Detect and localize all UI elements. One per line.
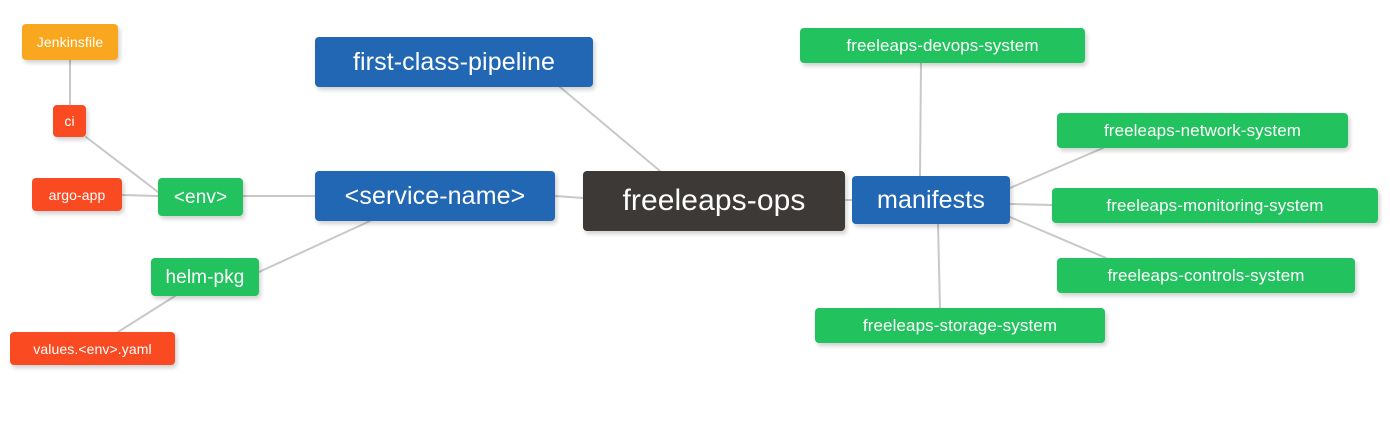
edge-manifests-to-freeleaps-storage-system — [937, 223, 941, 309]
node-ci[interactable]: ci — [53, 105, 86, 137]
node-freeleaps-monitoring-system[interactable]: freeleaps-monitoring-system — [1052, 188, 1378, 223]
edge-helm-pkg-to-values-env-yaml — [117, 295, 176, 333]
edge-first-class-pipeline-to-freeleaps-ops — [559, 86, 661, 172]
edge-service-name-to-freeleaps-ops — [554, 195, 584, 199]
node-freeleaps-ops[interactable]: freeleaps-ops — [583, 171, 845, 231]
node-freeleaps-controls-system[interactable]: freeleaps-controls-system — [1057, 258, 1355, 293]
node-argo-app[interactable]: argo-app — [32, 178, 122, 211]
node-service-name[interactable]: <service-name> — [315, 171, 555, 221]
edge-argo-app-to-env — [121, 194, 159, 197]
edge-manifests-to-freeleaps-controls-system — [1009, 216, 1107, 259]
edge-service-name-to-helm-pkg — [258, 220, 371, 273]
edge-manifests-to-freeleaps-devops-system — [919, 62, 922, 177]
edge-manifests-to-freeleaps-monitoring-system — [1009, 203, 1053, 206]
node-freeleaps-storage-system[interactable]: freeleaps-storage-system — [815, 308, 1105, 343]
node-helm-pkg[interactable]: helm-pkg — [151, 258, 259, 296]
edge-manifests-to-freeleaps-network-system — [1009, 147, 1104, 189]
node-env[interactable]: <env> — [158, 178, 243, 216]
node-freeleaps-network-system[interactable]: freeleaps-network-system — [1057, 113, 1348, 148]
node-freeleaps-devops-system[interactable]: freeleaps-devops-system — [800, 28, 1085, 63]
node-manifests[interactable]: manifests — [852, 176, 1010, 224]
node-values-env-yaml[interactable]: values.<env>.yaml — [10, 332, 175, 365]
node-jenkinsfile[interactable]: Jenkinsfile — [22, 24, 118, 60]
node-first-class-pipeline[interactable]: first-class-pipeline — [315, 37, 593, 87]
